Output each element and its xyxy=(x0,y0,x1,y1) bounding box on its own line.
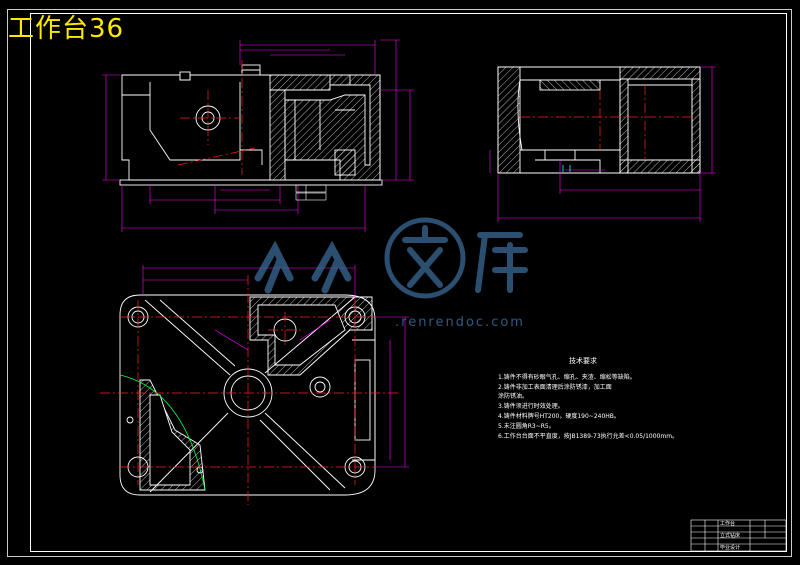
side-view-marks xyxy=(562,165,571,172)
front-section-view xyxy=(119,64,383,186)
title-block xyxy=(690,519,787,552)
side-section-view xyxy=(497,66,701,174)
front-view-centerlines xyxy=(177,60,256,175)
requirement-line: 4.铸件材料牌号HT200，硬度190~240HB。 xyxy=(498,412,620,420)
watermark-logo xyxy=(254,217,528,299)
watermark-url: .renrendoc.com xyxy=(395,315,525,330)
inner-border xyxy=(30,13,787,552)
title-block-machine: 立式钻床 xyxy=(720,533,741,539)
side-view-centerlines xyxy=(520,85,700,160)
requirement-line: 2.铸件非加工表面清理后涂防锈漆，加工面 xyxy=(498,383,612,391)
technical-requirements: 技术要求 1.铸件不得有砂眼气孔、缩孔、夹渣、缩松等缺陷。 2.铸件非加工表面清… xyxy=(498,357,698,441)
requirement-line: 5.未注圆角R3~R5。 xyxy=(498,422,555,430)
plan-view-green-arcs xyxy=(119,374,206,491)
plan-view xyxy=(119,294,376,496)
requirement-line: 1.铸件不得有砂眼气孔、缩孔、夹渣、缩松等缺陷。 xyxy=(498,373,636,381)
plan-view-centerlines xyxy=(100,275,400,505)
title-block-part-name: 工作台 xyxy=(720,521,736,527)
requirement-line: 涂防锈油。 xyxy=(498,393,529,401)
plan-view-dimensions xyxy=(142,265,409,468)
drawing-title: 工作台36 xyxy=(8,14,125,44)
requirement-line: 6.工作台台面不平直度，按JB1389-73执行允差<0.05/1000mm。 xyxy=(498,432,679,440)
title-block-project: 毕业设计 xyxy=(720,545,741,551)
datum-frames xyxy=(295,184,327,201)
outer-border xyxy=(7,9,792,557)
requirement-line: 3.铸件须进行时效处理。 xyxy=(498,403,564,411)
technical-requirements-heading: 技术要求 xyxy=(569,357,597,365)
side-view-dimensions xyxy=(489,66,716,222)
front-view-dimensions xyxy=(102,39,414,232)
